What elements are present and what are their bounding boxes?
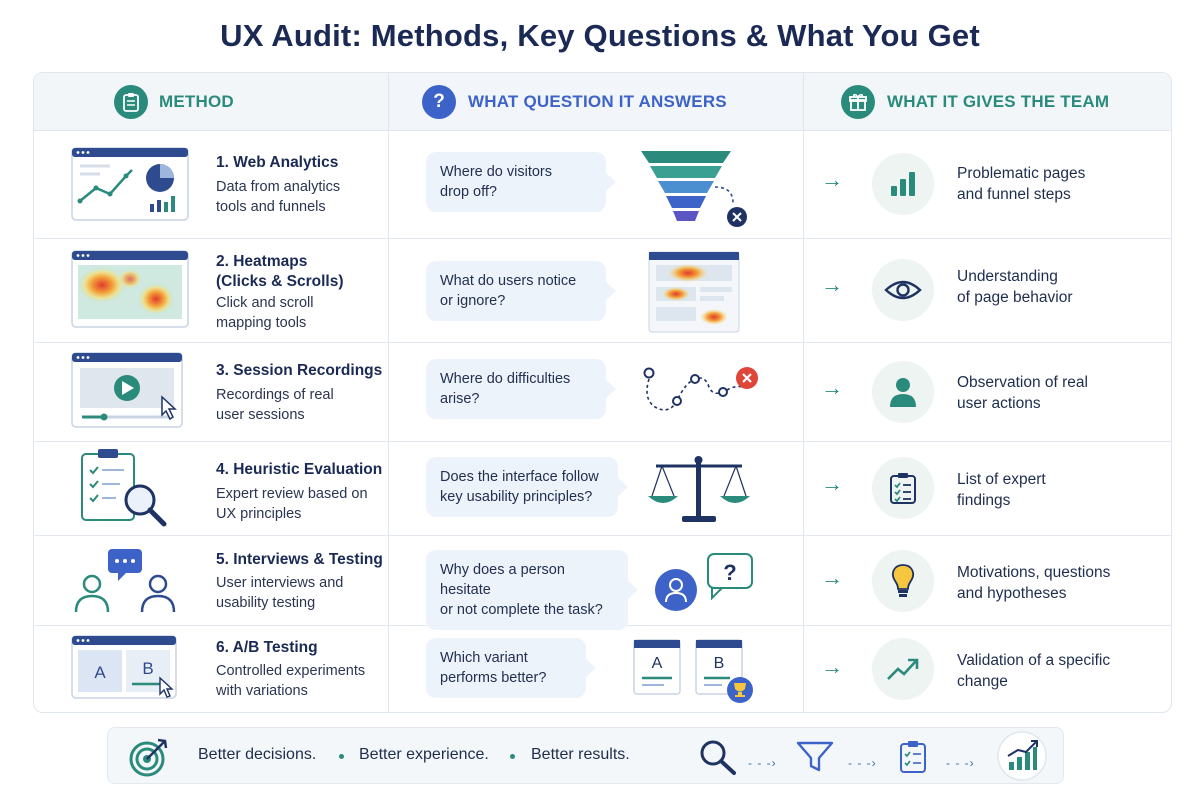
method-title: 1. Web Analytics xyxy=(216,154,339,171)
gives-text-line: findings xyxy=(957,492,1011,509)
gives-text-line: Motivations, questions xyxy=(957,564,1111,581)
gives-text-line: user actions xyxy=(957,395,1041,412)
method-desc-line: Controlled experiments xyxy=(216,663,366,679)
trend-up-icon xyxy=(872,638,934,700)
method-title: 4. Heuristic Evaluation xyxy=(216,461,383,478)
heatmap-page-icon xyxy=(648,251,740,333)
growth-chart-icon xyxy=(997,731,1047,781)
method-title: 2. Heatmaps xyxy=(216,253,308,270)
gives-text-line: List of expert xyxy=(957,471,1046,488)
user-question-icon: ? xyxy=(655,553,753,611)
footer-text: Better results. xyxy=(531,746,630,763)
arrow-right-icon: → xyxy=(821,272,843,297)
header-gives: WHAT IT GIVES THE TEAM xyxy=(804,73,1171,130)
funnel-small-icon xyxy=(796,741,834,772)
gives-text-line: Understanding xyxy=(957,268,1058,285)
arrow-right-icon: → xyxy=(821,375,843,400)
table-row: 4. Heuristic Evaluation Expert review ba… xyxy=(34,442,1171,535)
svg-text:B: B xyxy=(142,659,153,678)
bar-chart-icon xyxy=(872,153,934,215)
method-desc-line: user sessions xyxy=(216,407,305,423)
method-title: 3. Session Recordings xyxy=(216,362,383,379)
table-row: 3. Session Recordings Recordings of real… xyxy=(34,343,1171,441)
gives-text-line: of page behavior xyxy=(957,289,1073,306)
method-desc-line: User interviews and xyxy=(216,575,344,591)
svg-text:A: A xyxy=(652,655,663,672)
clipboard-small-icon xyxy=(900,741,926,773)
search-icon xyxy=(700,740,736,775)
dashed-arrow-icon: - - -› xyxy=(848,756,877,770)
arrow-right-icon: → xyxy=(821,565,843,590)
funnel-icon xyxy=(641,151,747,227)
svg-text:A: A xyxy=(94,663,106,682)
header-method: METHOD xyxy=(34,73,388,130)
method-desc-line: with variations xyxy=(216,683,308,699)
analytics-dashboard-icon xyxy=(71,147,189,221)
table-row: 5. Interviews & Testing User interviews … xyxy=(34,536,1171,630)
gives-text-line: and funnel steps xyxy=(957,186,1071,203)
gives-text-line: Observation of real xyxy=(957,374,1088,391)
session-recording-icon xyxy=(71,352,183,428)
table-row: A B 6. A/B Testing Controlled experiment… xyxy=(34,626,1171,712)
method-desc-line: tools and funnels xyxy=(216,199,326,215)
arrow-right-icon: → xyxy=(821,167,843,192)
ab-test-icon: A B xyxy=(71,635,177,699)
method-desc-line: Click and scroll xyxy=(216,295,314,311)
footer-dot xyxy=(510,754,515,759)
interview-icon xyxy=(74,549,176,613)
gives-text-line: Validation of a specific xyxy=(957,652,1111,669)
header-question: ? WHAT QUESTION IT ANSWERS xyxy=(389,73,803,130)
svg-text:?: ? xyxy=(723,560,736,585)
arrow-right-icon: → xyxy=(821,654,843,679)
checklist-icon xyxy=(872,457,934,519)
method-desc-line: UX principles xyxy=(216,506,302,522)
footer-banner: Better decisions. Better experience. Bet… xyxy=(107,727,1064,784)
clipboard-icon xyxy=(114,85,148,119)
method-title: 5. Interviews & Testing xyxy=(216,551,383,568)
method-desc-line: mapping tools xyxy=(216,315,307,331)
target-icon xyxy=(129,738,168,777)
table-row: 1. Web Analytics Data from analytics too… xyxy=(34,131,1171,238)
method-desc-line: Expert review based on xyxy=(216,486,368,502)
magnifier-checklist-icon xyxy=(81,449,167,527)
method-title: (Clicks & Scrolls) xyxy=(216,273,344,290)
gives-text-line: and hypotheses xyxy=(957,585,1067,602)
gives-text-line: change xyxy=(957,673,1008,690)
path-error-icon xyxy=(643,367,758,411)
arrow-right-icon: → xyxy=(821,471,843,496)
footer-dot xyxy=(339,754,344,759)
footer-text: Better experience. xyxy=(359,746,489,763)
dashed-arrow-icon: - - -› xyxy=(946,756,975,770)
eye-icon xyxy=(872,259,934,321)
method-desc-line: Recordings of real xyxy=(216,387,334,403)
svg-text:B: B xyxy=(714,655,725,672)
gift-icon xyxy=(841,85,875,119)
footer-text: Better decisions. xyxy=(198,746,317,763)
lightbulb-icon xyxy=(872,550,934,612)
table-row: 2. Heatmaps (Clicks & Scrolls) Click and… xyxy=(34,239,1171,342)
page-title: UX Audit: Methods, Key Questions & What … xyxy=(220,18,980,53)
ab-variants-icon: A B xyxy=(633,639,753,703)
question-icon: ? xyxy=(422,85,456,119)
dashed-arrow-icon: - - -› xyxy=(748,756,777,770)
method-title: 6. A/B Testing xyxy=(216,639,318,656)
scales-icon xyxy=(648,456,750,522)
heatmap-icon xyxy=(71,250,189,328)
audit-table: METHOD ? WHAT QUESTION IT ANSWERS WHAT I… xyxy=(33,72,1172,713)
method-desc-line: Data from analytics xyxy=(216,179,341,195)
user-icon xyxy=(872,361,934,423)
gives-text-line: Problematic pages xyxy=(957,165,1086,182)
method-desc-line: usability testing xyxy=(216,595,316,611)
